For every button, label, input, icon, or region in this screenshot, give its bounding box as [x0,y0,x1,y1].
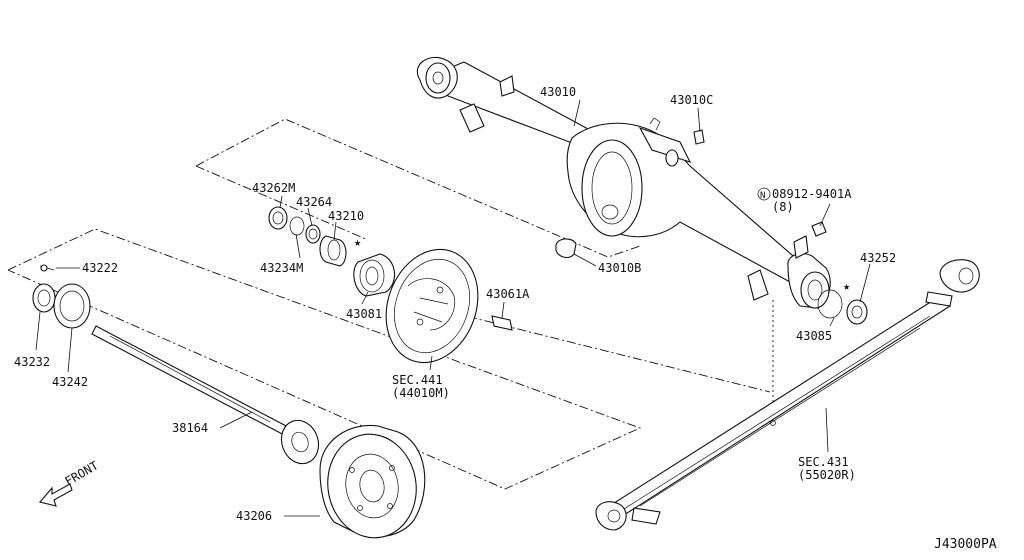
leaf-spring [595,259,980,531]
axle-housing-43010 [417,56,831,309]
front-label: FRONT [63,458,101,488]
callout-43085: 43085 [796,329,832,343]
n-prefix-icon [757,187,771,201]
callout-43234M: 43234M [260,261,303,275]
callout-43252: 43252 [860,251,896,265]
front-arrow-icon [39,483,73,507]
callout-43222: 43222 [82,261,118,275]
callout-08912-prefix: N [760,191,765,201]
callout-labels: 43010 43010C 43010B N 08912-9401A (8) 43… [14,85,997,552]
callout-43210: 43210 [328,209,364,223]
callout-43081: 43081 [346,307,382,321]
callout-43264: 43264 [296,195,332,209]
svg-text:★: ★ [843,279,850,293]
sec-441-sub: (44010M) [392,386,450,400]
callout-08912-9401A: 08912-9401A [772,187,852,201]
axle-end-parts: ★ [817,279,868,325]
callout-43010: 43010 [540,85,576,99]
callout-08912-qty: (8) [772,200,794,214]
brake-backing-plate [385,248,513,364]
diagram-code: J43000PA [934,537,997,552]
svg-text:★: ★ [354,235,361,249]
callout-43242: 43242 [52,375,88,389]
leader-lines [35,99,871,517]
left-seal-parts [32,264,91,329]
callout-43206: 43206 [236,509,272,523]
callout-43010B: 43010B [598,261,641,275]
callout-43061A: 43061A [486,287,530,301]
callout-43232: 43232 [14,355,50,369]
brake-drum [319,424,426,539]
sec-441: SEC.441 [392,373,443,387]
callout-43010C: 43010C [670,93,713,107]
sec-431: SEC.431 [798,455,849,469]
sec-431-sub: (55020R) [798,468,856,482]
callout-38164: 38164 [172,421,208,435]
callout-43262M: 43262M [252,181,295,195]
axle-shaft [91,325,320,465]
